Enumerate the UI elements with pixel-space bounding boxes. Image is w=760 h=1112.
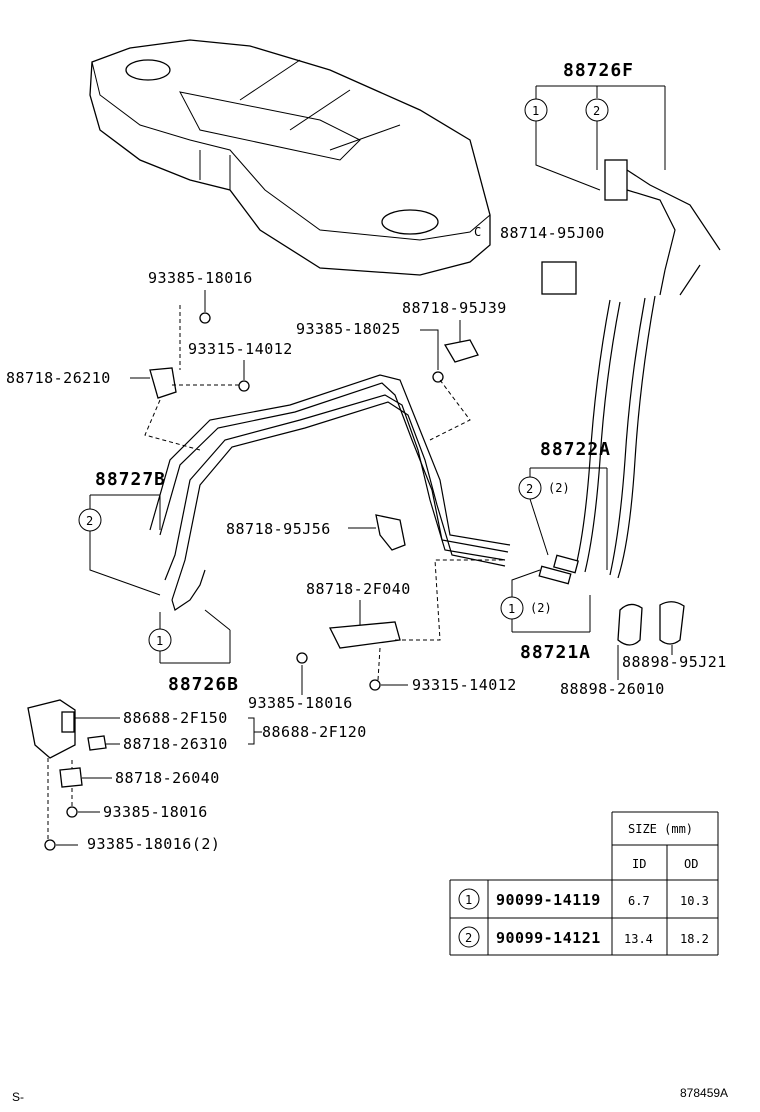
table-row-2-key: 2	[465, 931, 472, 945]
marker-2-label-88727B: 2	[86, 514, 93, 528]
footer-right: 878459A	[680, 1086, 729, 1100]
footer-left: S-	[12, 1090, 24, 1104]
callout-88688-2F120: 88688-2F120	[262, 723, 367, 741]
callout-88718-26040: 88718-26040	[115, 769, 220, 787]
callout-88726F: 88726F	[563, 60, 634, 81]
callout-88726B: 88726B	[168, 674, 239, 695]
bolt-93385-x2	[44, 839, 56, 851]
main-pipe-bundle	[149, 374, 511, 611]
lower-bracket-assembly: 88688-2F150 88718-26310 88688-2F120 8871…	[27, 699, 367, 853]
table-row-2-marker	[458, 926, 480, 948]
qty-88721A: (2)	[530, 601, 552, 615]
marker-1-label-88721A: 1	[508, 602, 515, 616]
table-row-1-marker	[458, 888, 480, 910]
clamp-88718-95J39	[443, 339, 479, 363]
pad-88714	[541, 261, 577, 295]
callout-88718-95J56: 88718-95J56	[226, 520, 331, 538]
table-row-1-od: 10.3	[680, 894, 709, 908]
clip-88718-26310	[87, 735, 107, 751]
marker-1-label-88726B: 1	[156, 634, 163, 648]
table-row-1-part: 90099-14119	[496, 891, 601, 909]
size-table: SIZE (mm) ID OD 1 90099-14119 6.7 10.3 2…	[449, 811, 719, 956]
callout-93385-18016-x2: 93385-18016(2)	[87, 835, 220, 853]
clip-88718-26040	[59, 767, 83, 788]
bolt-93315-top	[238, 380, 250, 392]
callout-93385-18025: 93385-18025	[296, 320, 401, 338]
qty-88722A: (2)	[548, 481, 570, 495]
grommet-88898-26010	[617, 603, 643, 646]
tank-letter: C	[474, 225, 481, 239]
callout-88898-26010: 88898-26010	[560, 680, 665, 698]
table-row-1-id: 6.7	[628, 894, 650, 908]
size-table-col-id: ID	[632, 857, 646, 871]
right-pipe-bundle	[574, 264, 701, 579]
bolt-93385-low	[66, 806, 78, 818]
bolt-93315-mid	[369, 679, 381, 691]
bolt-93385-mid	[296, 652, 308, 664]
hose-88721A	[538, 565, 572, 585]
size-table-col-od: OD	[684, 857, 698, 871]
marker-2-label-88722A: 2	[526, 482, 533, 496]
bolt-93385-18025	[432, 371, 444, 383]
callout-88898-95J21: 88898-95J21	[622, 653, 727, 671]
clamp-88718-26210	[149, 367, 177, 399]
bracket-insert	[61, 711, 75, 733]
callout-88726F-group: 88726F 1 2	[524, 60, 721, 271]
clamp-88718-2F040	[328, 621, 401, 649]
callout-88718-26210: 88718-26210	[6, 369, 111, 387]
callout-93385-18016-mid: 93385-18016	[248, 694, 353, 712]
callout-88688-2F150: 88688-2F150	[123, 709, 228, 727]
bolt-93385-top	[199, 312, 211, 324]
table-row-2-od: 18.2	[680, 932, 709, 946]
table-row-2-id: 13.4	[624, 932, 653, 946]
callout-88722A: 88722A	[540, 439, 611, 460]
callout-93385-18016-low: 93385-18016	[103, 803, 208, 821]
callout-88721A: 88721A	[520, 642, 591, 663]
callout-93385-18016-top: 93385-18016	[148, 269, 253, 287]
callout-88718-26310: 88718-26310	[123, 735, 228, 753]
fuel-tank-illustration: C	[89, 39, 491, 276]
callout-88718-2F040: 88718-2F040	[306, 580, 411, 598]
size-table-title: SIZE (mm)	[628, 822, 693, 836]
callout-88714-95J00: 88714-95J00	[500, 224, 605, 242]
connector-block	[604, 159, 628, 201]
marker-2-label: 2	[593, 104, 600, 118]
clamp-88718-95J56	[375, 514, 406, 551]
callout-93315-14012-top: 93315-14012	[188, 340, 293, 358]
marker-1-label: 1	[532, 104, 539, 118]
grommet-88898-95J21	[659, 601, 685, 645]
callout-88727B: 88727B	[95, 469, 166, 490]
table-row-1-key: 1	[465, 893, 472, 907]
hose-88722A	[553, 554, 579, 574]
table-row-2-part: 90099-14121	[496, 929, 601, 947]
callout-88718-95J39: 88718-95J39	[402, 299, 507, 317]
callout-93315-14012-mid: 93315-14012	[412, 676, 517, 694]
